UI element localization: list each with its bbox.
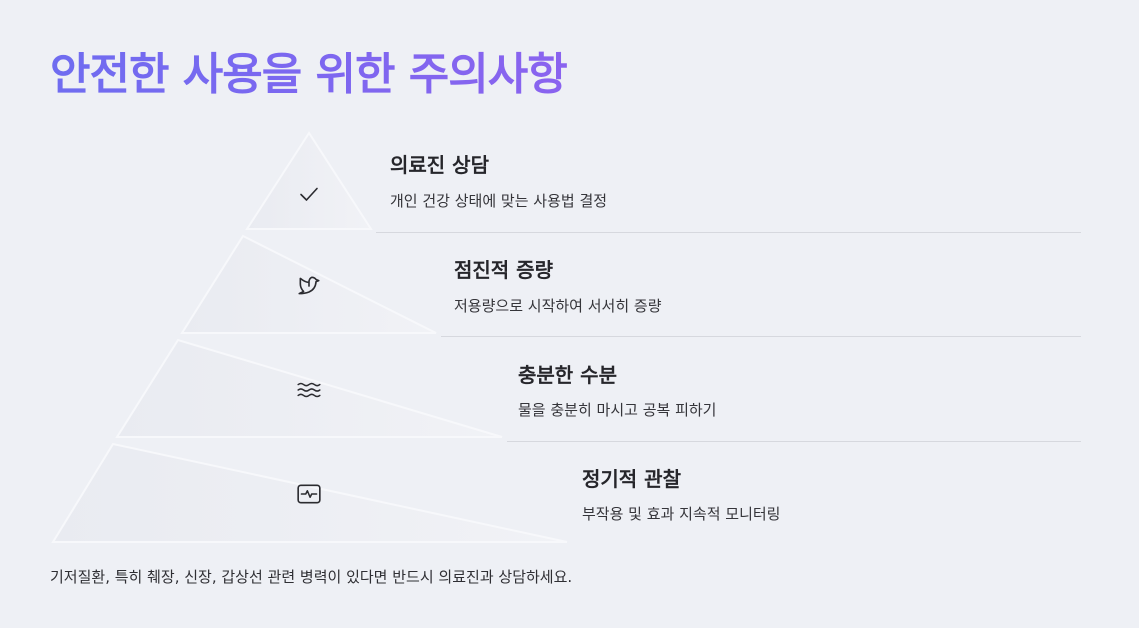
pyramid-tier-1 [245,131,373,230]
tier-3-title: 충분한 수분 [518,363,617,387]
pyramid-tier-4 [51,442,568,543]
tier-2-title: 점진적 증량 [454,258,553,282]
dove-icon [295,272,323,300]
tier-3-description: 물을 충분히 마시고 공복 피하기 [518,401,717,419]
check-icon [295,180,323,208]
tier-4-description: 부작용 및 효과 지속적 모니터링 [582,505,781,523]
page-title: 안전한 사용을 위한 주의사항 [50,38,568,102]
tier-2-description: 저용량으로 시작하여 서서히 증량 [454,297,662,315]
water-waves-icon [295,376,323,404]
footnote: 기저질환, 특히 췌장, 신장, 갑상선 관련 병력이 있다면 반드시 의료진과… [50,568,573,586]
tier-1-description: 개인 건강 상태에 맞는 사용법 결정 [390,192,608,210]
tier-divider-2 [441,336,1081,337]
heart-monitor-icon [295,480,323,508]
tier-4-title: 정기적 관찰 [582,467,681,491]
tier-1-title: 의료진 상담 [390,153,489,177]
tier-divider-3 [507,441,1081,442]
tier-divider-1 [376,232,1081,233]
pyramid-tier-3 [115,338,503,438]
